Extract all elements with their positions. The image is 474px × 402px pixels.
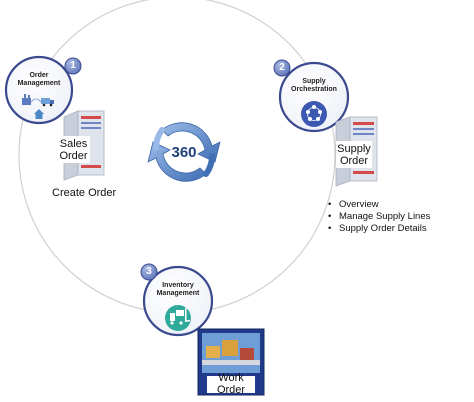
step-number-1: 1 [70,60,76,71]
sales-order-label: Sales Order [59,138,88,162]
order-management-node[interactable] [4,55,74,125]
step-badge-2 [273,59,291,77]
supply-task-overview[interactable]: Overview [327,199,430,211]
supply-order-document[interactable] [335,116,378,187]
work-order-document[interactable] [197,328,265,396]
inventory-management-title: Inventory Management [156,282,200,297]
step-number-3: 3 [146,266,152,277]
supply-task-supply-order-details[interactable]: Supply Order Details [327,223,430,235]
step-badge-3 [140,263,158,281]
order-management-title: Order Management [17,72,61,87]
supply-order-label: Supply Order [337,143,371,167]
inventory-management-node[interactable] [142,265,214,337]
create-order-caption: Create Order [52,187,117,199]
step-number-2: 2 [279,62,285,73]
factory-truck-house-icon [22,94,54,119]
step-badge-1 [64,57,82,75]
supply-task-manage-supply-lines[interactable]: Manage Supply Lines [327,211,430,223]
supply-orchestration-node[interactable] [278,61,350,133]
sales-order-document[interactable] [57,110,105,181]
circular-nodes-icon [301,101,327,127]
supply-orchestration-title: Supply Orchestration [291,78,337,93]
work-order-label: Work Order [216,372,246,396]
forklift-icon [165,305,191,331]
supply-task-list: Overview Manage Supply Lines Supply Orde… [327,199,430,235]
center-360-label: 360 [171,144,197,161]
cycle-arrows-icon [147,122,221,182]
